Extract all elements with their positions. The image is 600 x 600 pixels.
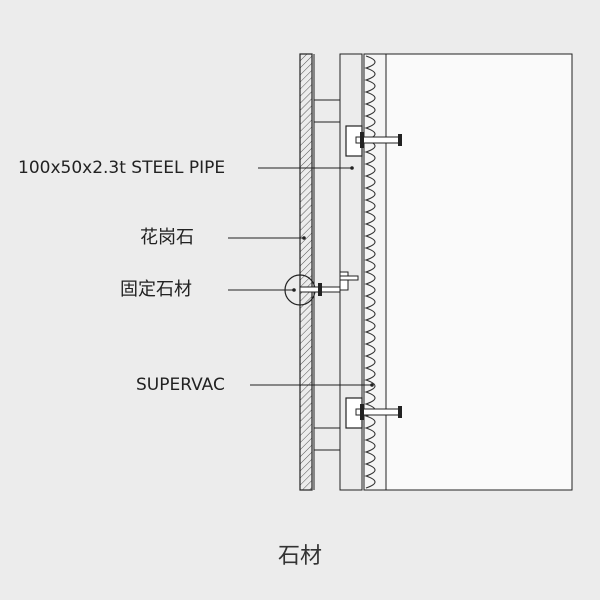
bolt-bottom-head (398, 406, 402, 418)
granite-layer (299, 53, 313, 491)
bracket-top-upper (313, 99, 341, 123)
bracket-bottom-lower (313, 427, 341, 451)
bolt-top-head (398, 134, 402, 146)
nut-bottom (360, 404, 364, 420)
fixing-angle (339, 271, 349, 291)
fixing-angle-foot (339, 275, 359, 281)
leader-steel-pipe-dot (350, 166, 354, 170)
nut-top (360, 132, 364, 148)
diagram-caption: 石材 (277, 544, 322, 569)
label-supervac: SUPERVAC (136, 375, 225, 395)
leader-granite-dot (302, 236, 306, 240)
interior-panel (385, 53, 573, 491)
label-granite: 花岗石 (140, 227, 194, 248)
insulation-zigzag (364, 55, 376, 489)
leader-fixing-dot (292, 288, 296, 292)
leader-supervac-dot (370, 383, 374, 387)
fixing-anchor-nut (318, 283, 322, 296)
label-steel-pipe: 100x50x2.3t STEEL PIPE (18, 158, 226, 178)
label-fixing: 固定石材 (120, 279, 192, 300)
